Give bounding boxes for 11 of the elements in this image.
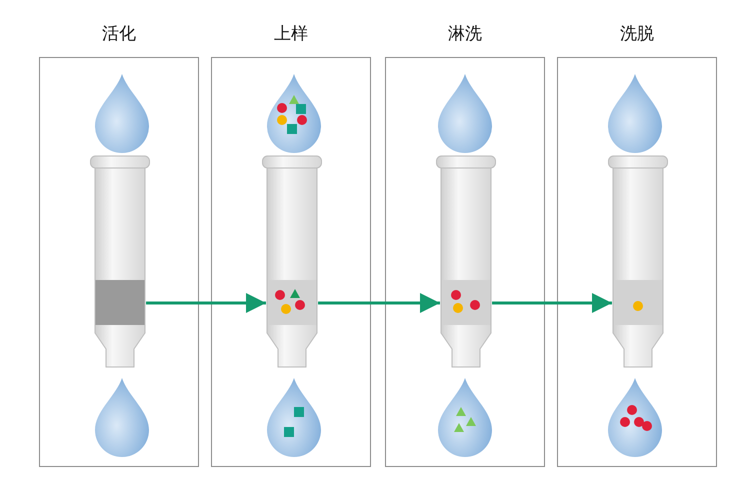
step-heading: 活化: [101, 23, 137, 45]
step-heading: 上样: [273, 23, 309, 45]
cartridge-drawing: [436, 155, 496, 367]
cartridge-drawing: [262, 155, 322, 367]
arrow: [318, 293, 440, 313]
arrow: [492, 293, 612, 313]
cartridge-drawing: [90, 155, 150, 367]
cartridge-drawing: [608, 155, 668, 367]
arrow: [146, 293, 266, 313]
step-heading: 淋洗: [447, 23, 483, 45]
step-heading: 洗脱: [619, 23, 655, 45]
